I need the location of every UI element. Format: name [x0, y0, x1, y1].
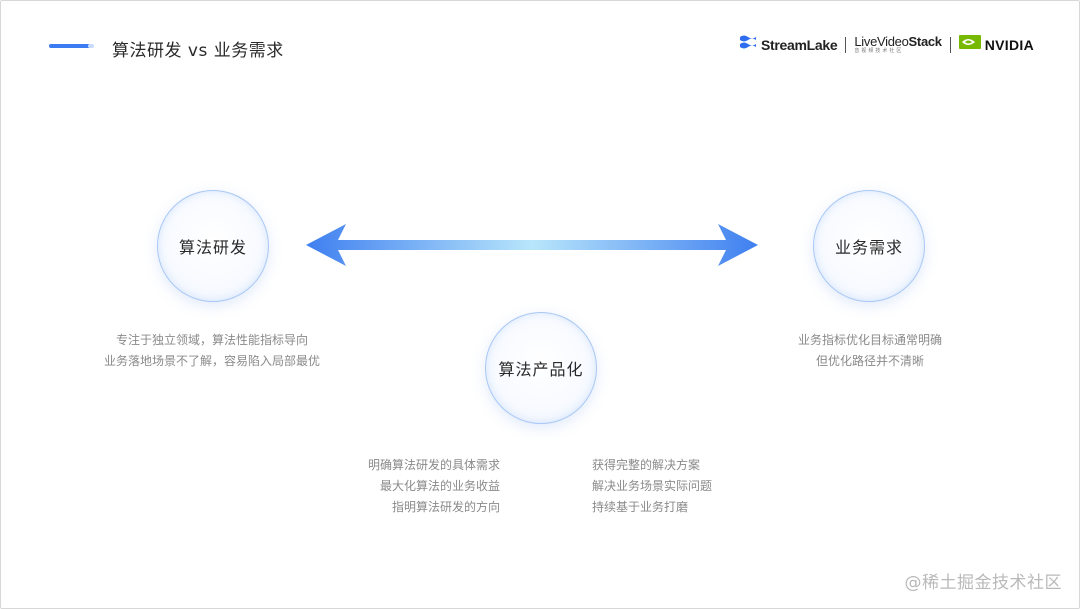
description-line: 明确算法研发的具体需求	[367, 458, 500, 472]
livevideostack-logo-text: LiveVideoStack	[854, 34, 942, 49]
description-line: 业务指标优化目标通常明确	[797, 333, 942, 347]
description-line: 最大化算法的业务收益	[379, 479, 500, 493]
logo-divider	[949, 36, 951, 53]
description-line: 专注于独立领域，算法性能指标导向	[115, 333, 308, 347]
node-algorithm-productization: 算法产品化	[485, 312, 597, 424]
nvidia-logo: NVIDIA	[958, 35, 1034, 54]
livevideostack-logo-subtitle: 音视频技术社区	[854, 48, 904, 54]
productization-benefits-to-business: 获得完整的解决方案 解决业务场景实际问题 持续基于业务打磨	[592, 455, 762, 518]
watermark: @稀土掘金技术社区	[904, 573, 1062, 593]
description-line: 解决业务场景实际问题	[592, 479, 713, 493]
business-needs-description: 业务指标优化目标通常明确 但优化路径并不清晰	[770, 330, 970, 372]
logo-divider	[845, 36, 847, 53]
streamlake-logo-text: StreamLake	[760, 36, 838, 53]
nvidia-eye-icon	[958, 35, 981, 54]
partner-logos: StreamLake LiveVideoStack 音视频技术社区 NVIDIA	[739, 34, 1034, 55]
livevideostack-logo: LiveVideoStack 音视频技术社区	[854, 34, 942, 54]
algorithm-rd-description: 专注于独立领域，算法性能指标导向 业务落地场景不了解，容易陷入局部最优	[96, 330, 328, 372]
streamlake-logo: StreamLake	[739, 34, 838, 55]
node-business-needs: 业务需求	[813, 190, 925, 302]
node-label: 算法产品化	[498, 360, 584, 379]
node-algorithm-rd: 算法研发	[157, 190, 269, 302]
description-line: 但优化路径并不清晰	[815, 354, 924, 368]
node-label: 业务需求	[834, 238, 903, 257]
nvidia-logo-text: NVIDIA	[984, 36, 1034, 53]
description-line: 业务落地场景不了解，容易陷入局部最优	[103, 354, 320, 368]
streamlake-logo-icon	[739, 34, 757, 55]
description-line: 获得完整的解决方案	[592, 458, 701, 472]
description-line: 指明算法研发的方向	[391, 500, 500, 514]
productization-benefits-to-rd: 明确算法研发的具体需求 最大化算法的业务收益 指明算法研发的方向	[330, 455, 500, 518]
title-accent-bar	[49, 44, 94, 48]
node-label: 算法研发	[178, 238, 247, 257]
description-line: 持续基于业务打磨	[592, 500, 689, 514]
double-arrow-icon	[306, 224, 758, 266]
page-title: 算法研发 vs 业务需求	[112, 41, 284, 61]
